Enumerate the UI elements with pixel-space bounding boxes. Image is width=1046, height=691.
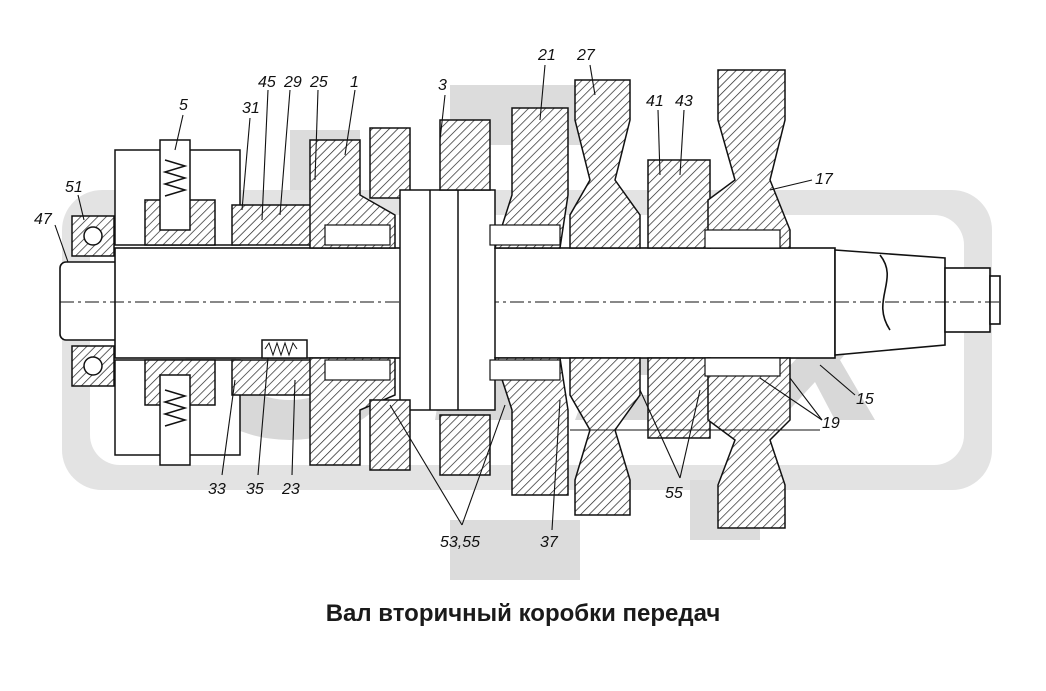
callout-41: 41 [646, 93, 664, 110]
callout-35: 35 [246, 481, 264, 498]
callout-15: 15 [856, 391, 874, 408]
callout-31: 31 [242, 100, 260, 117]
callout-25: 25 [310, 74, 328, 91]
synchronizer-41-43 [647, 159, 711, 439]
needle-bearings [324, 224, 781, 381]
callout-55: 55 [665, 485, 683, 502]
callout-47: 47 [34, 211, 52, 228]
callout-5: 5 [179, 97, 188, 114]
leader-lines [54, 64, 856, 531]
gear-1 [309, 139, 396, 466]
part-5-housing [114, 139, 241, 466]
callout-33: 33 [208, 481, 226, 498]
gear-27 [569, 79, 641, 516]
callout-45: 45 [258, 74, 276, 91]
callout-37: 37 [540, 534, 558, 551]
synchronizer-3 [369, 119, 496, 476]
callout-27: 27 [577, 47, 595, 64]
callout-17: 17 [815, 171, 833, 188]
figure-caption: Вал вторичный коробки передач [325, 600, 721, 627]
callout-29: 29 [284, 74, 302, 91]
callout-21: 21 [538, 47, 556, 64]
callout-53-55: 53,55 [440, 534, 481, 551]
output-shaft [59, 247, 1001, 359]
callout-1: 1 [350, 74, 359, 91]
callout-23: 23 [282, 481, 300, 498]
synchronizer-hub [231, 204, 323, 396]
gear-21 [493, 107, 569, 496]
callout-19: 19 [822, 415, 840, 432]
gear-17 [707, 69, 791, 529]
callout-43: 43 [675, 93, 693, 110]
left-bearing [71, 215, 115, 387]
callout-3: 3 [438, 77, 447, 94]
callout-51: 51 [65, 179, 83, 196]
